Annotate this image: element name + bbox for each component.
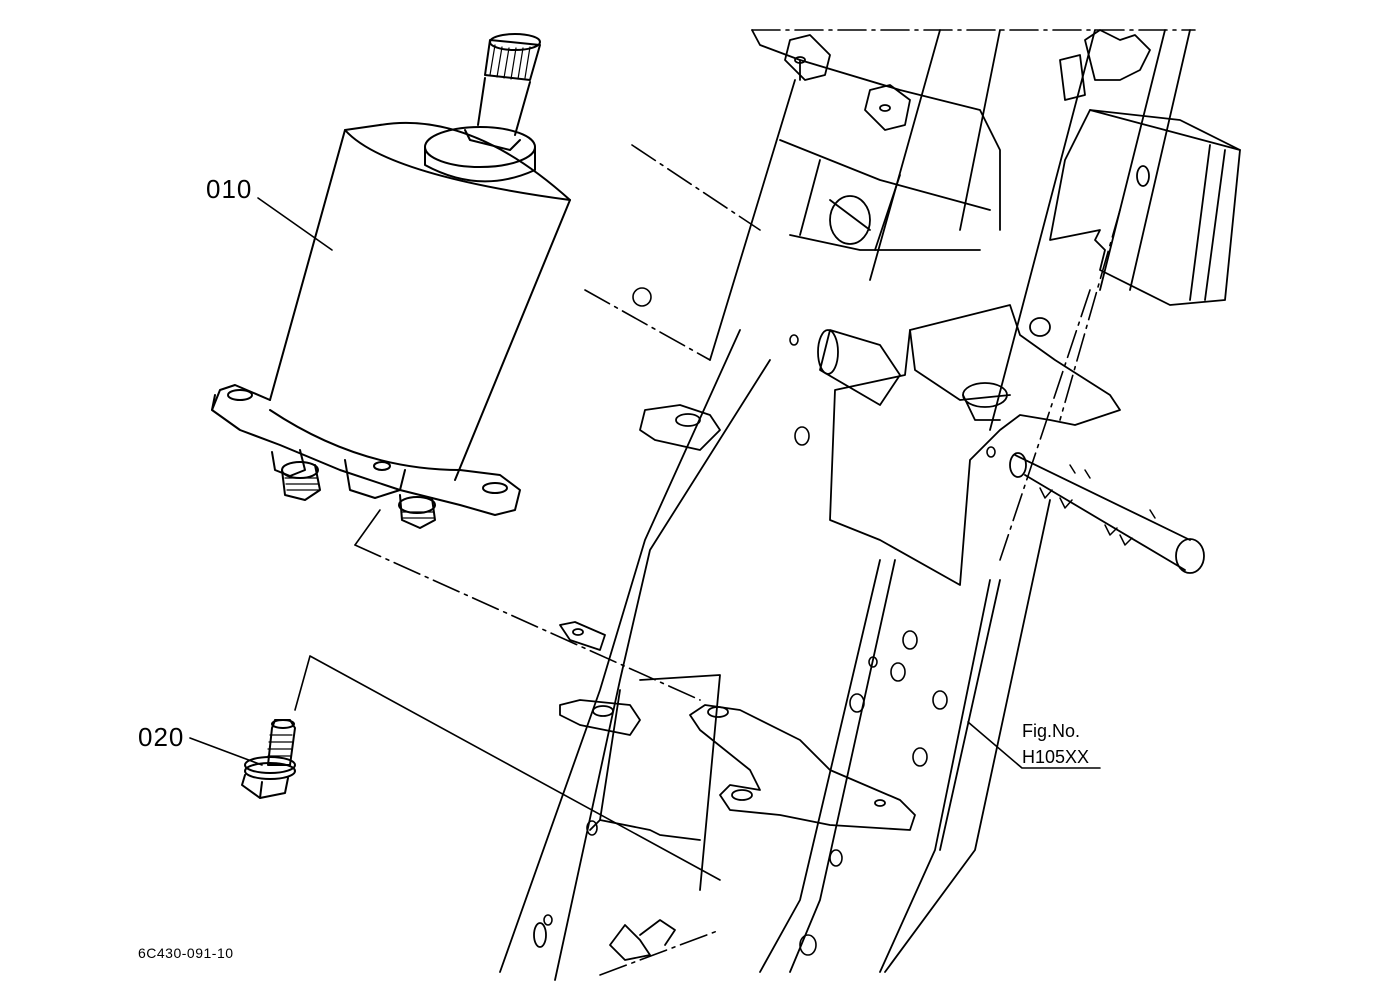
leader-010	[257, 197, 333, 251]
leader-fig	[967, 721, 1101, 769]
callout-010: 010	[206, 174, 253, 204]
frame-structure	[499, 29, 1241, 981]
drawing-code: 6C430-091-10	[138, 945, 234, 961]
leader-lines	[189, 197, 1101, 881]
frame-holes	[543, 287, 996, 956]
frame-phantom-lines	[354, 29, 1196, 976]
bolt-part-020	[241, 719, 296, 799]
leader-020	[189, 737, 263, 766]
figure-number: H105XX	[1022, 747, 1090, 767]
motor-part-010	[211, 33, 571, 529]
leader-010-assembly	[354, 509, 381, 546]
leader-020-assembly	[294, 655, 721, 881]
figure-label: Fig.No.	[1022, 721, 1081, 741]
callout-020: 020	[138, 722, 185, 752]
